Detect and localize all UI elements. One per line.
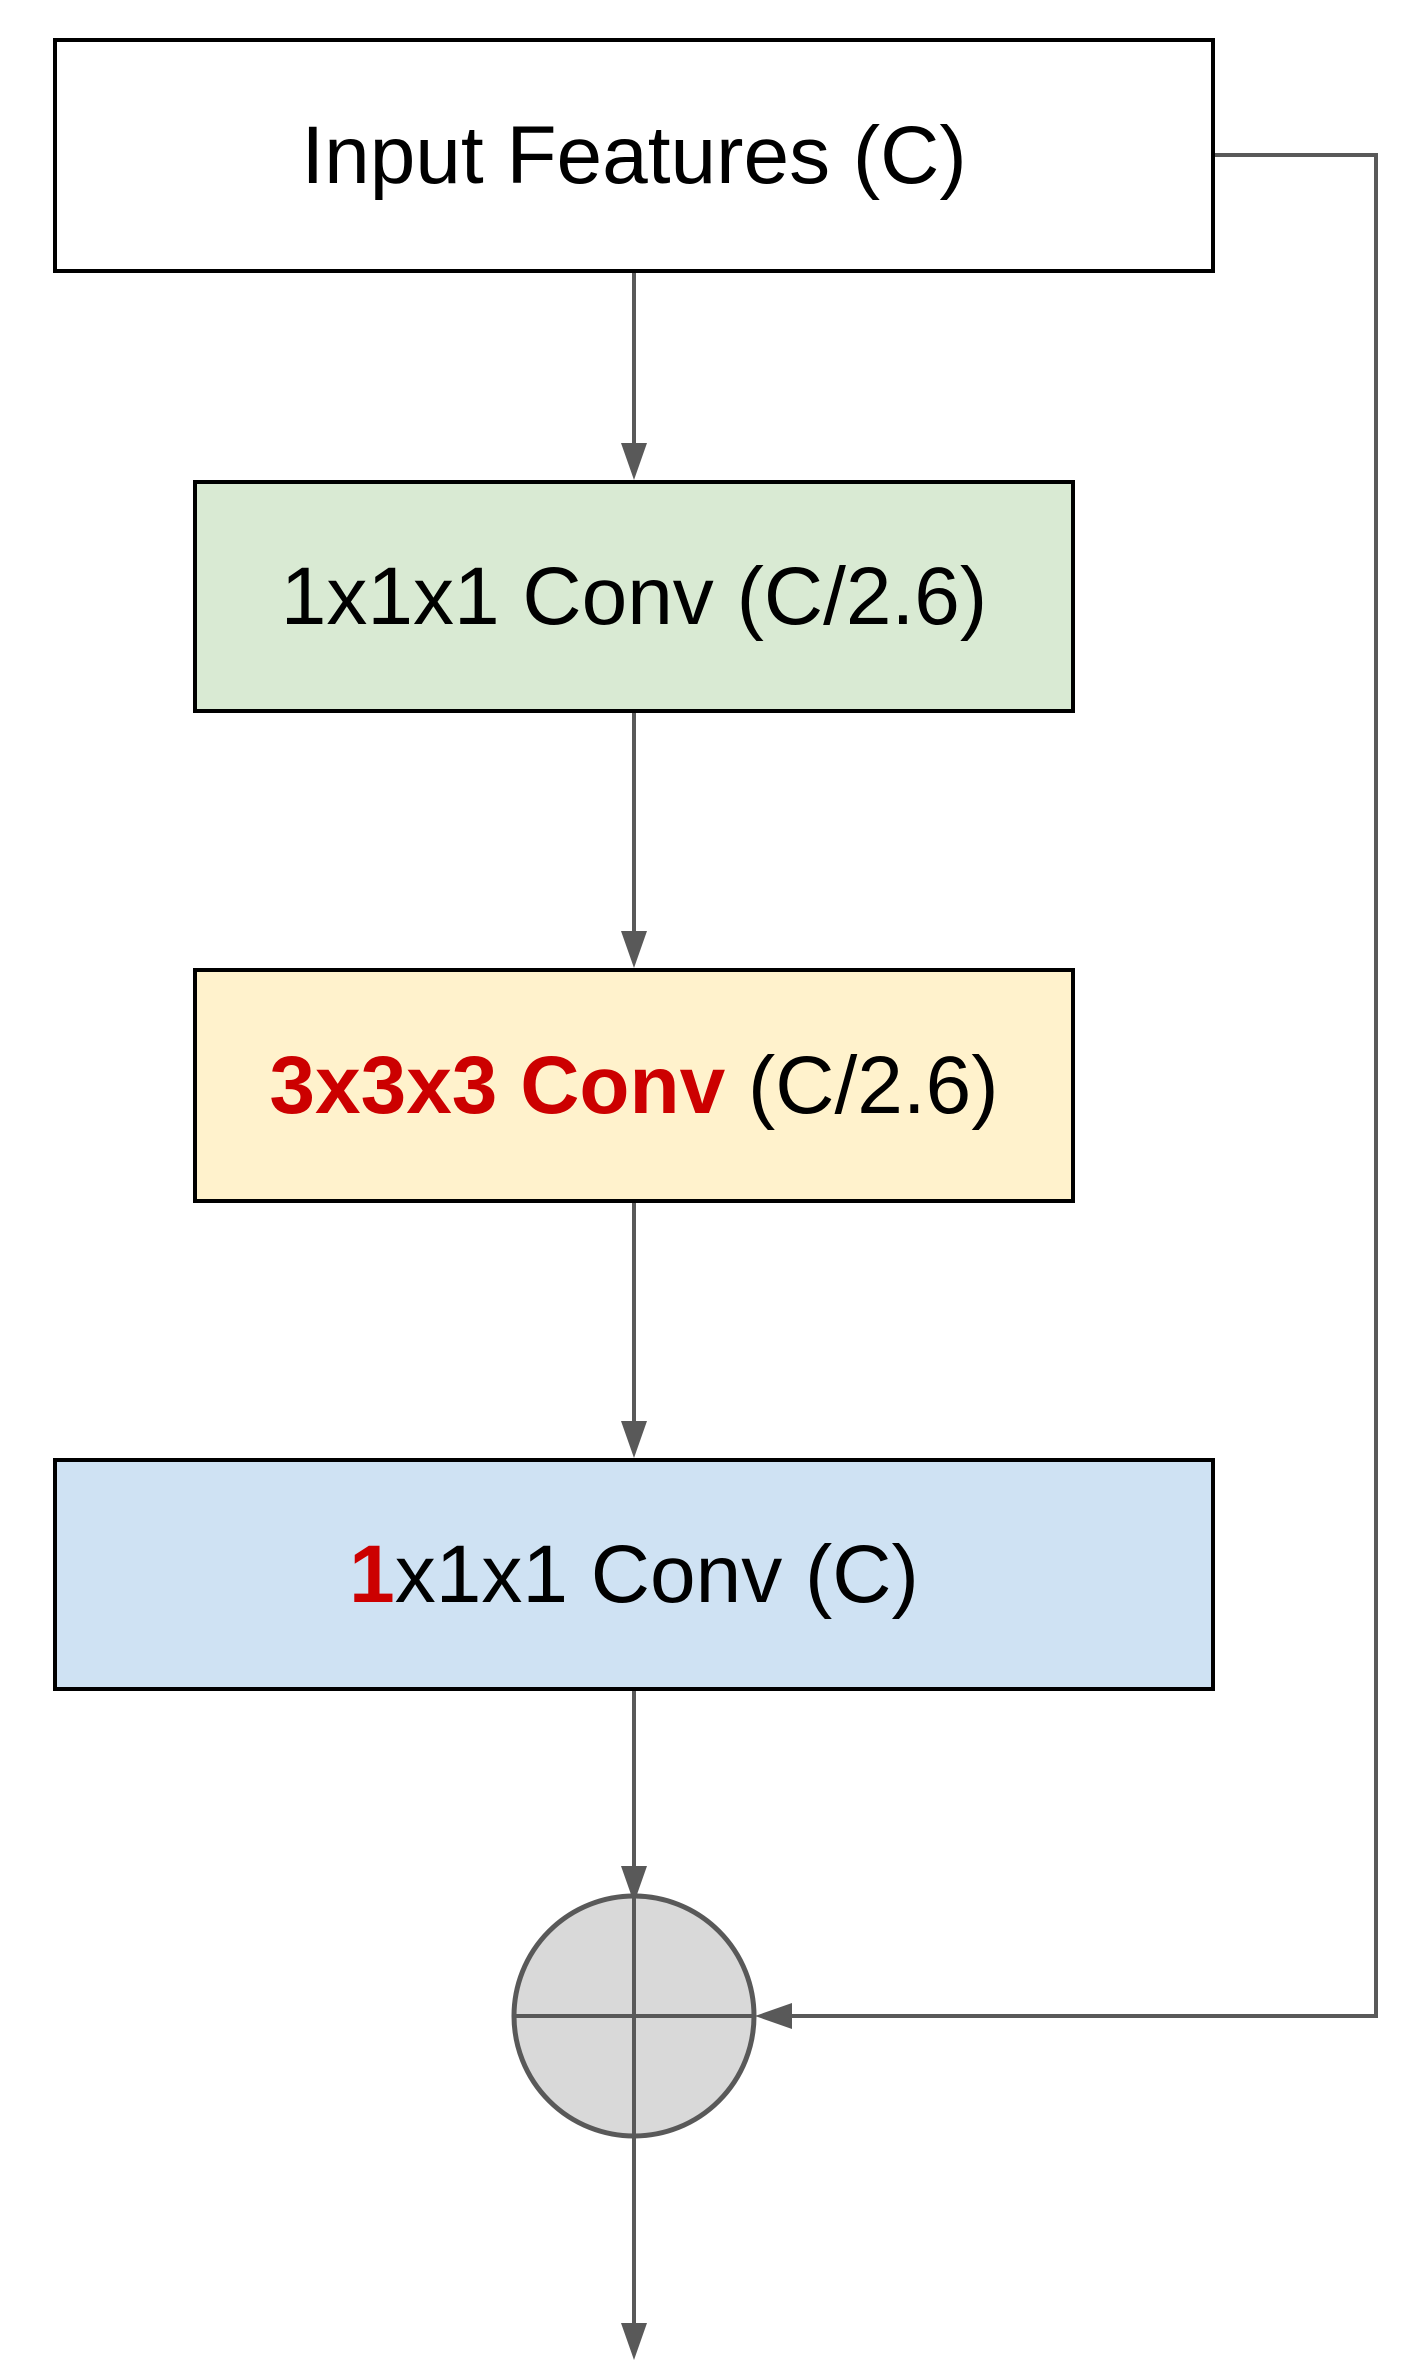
arrowhead-skip <box>755 2003 792 2029</box>
input-features-label: Input Features (C) <box>301 109 967 201</box>
plus-circle-icon <box>511 1893 757 2139</box>
output-arrowhead <box>621 2323 647 2360</box>
arrowhead-sum-top <box>621 1866 647 1903</box>
conv1x1-expand-highlight-text: 1 <box>349 1528 395 1620</box>
conv1x1-expand-rest-text: x1x1 Conv (C) <box>394 1528 919 1620</box>
conv3x3-label: 3x3x3 Conv (C/2.6) <box>269 1039 998 1133</box>
conv1x1-reduce-block: 1x1x1 Conv (C/2.6) <box>193 480 1075 713</box>
arrowhead-conv3 <box>621 931 647 968</box>
arrowhead-conv1 <box>621 443 647 480</box>
conv3x3-rest-text: (C/2.6) <box>725 1039 999 1131</box>
conv1x1-expand-label: 1x1x1 Conv (C) <box>349 1528 919 1622</box>
conv1x1-reduce-label: 1x1x1 Conv (C/2.6) <box>280 550 988 642</box>
skip-connection-line <box>780 153 1378 2018</box>
conv3x3-block: 3x3x3 Conv (C/2.6) <box>193 968 1075 1203</box>
input-features-block: Input Features (C) <box>53 38 1215 273</box>
conv1x1-expand-block: 1x1x1 Conv (C) <box>53 1458 1215 1691</box>
conv3x3-highlight-text: 3x3x3 Conv <box>269 1039 726 1131</box>
arrowhead-conv-out <box>621 1421 647 1458</box>
